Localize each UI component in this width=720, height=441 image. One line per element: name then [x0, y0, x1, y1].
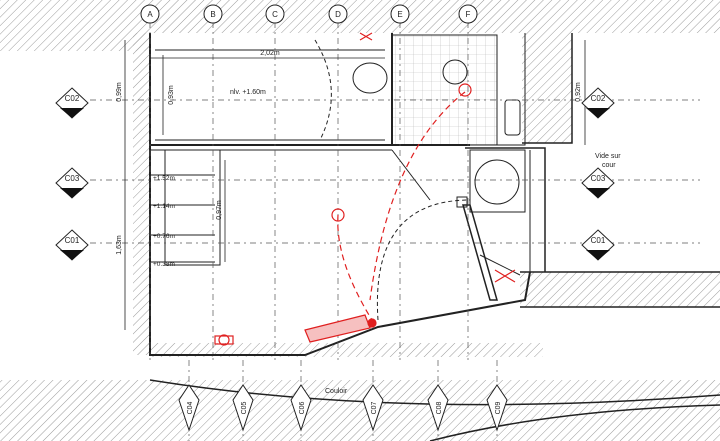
red-markers: [214, 32, 516, 346]
section-left-c03: C03: [65, 174, 80, 183]
room-outline: [149, 33, 720, 441]
label-vide-sur: Vide sur: [595, 153, 621, 160]
tile-area: [391, 34, 498, 146]
section-left-c01: C01: [65, 236, 80, 245]
label-cour: cour: [602, 162, 616, 169]
grid-label-f: F: [466, 10, 471, 19]
section-right-c01: C01: [591, 236, 606, 245]
fixtures: [150, 59, 526, 266]
label-couloir: Couloir: [325, 388, 348, 395]
dim-h-093: 0,93m: [168, 85, 175, 105]
section-markers-right: C02 C03 C01: [581, 87, 615, 261]
dimension-lines: [124, 40, 586, 330]
dim-h-163: 1,63m: [116, 235, 123, 255]
section-right-c02: C02: [591, 94, 606, 103]
grid-label-e: E: [397, 10, 402, 19]
section-bottom-c05: C05: [241, 401, 248, 414]
section-markers-bottom: C04 C05 C06 C07 C08 C09: [178, 384, 508, 432]
grid-label-b: B: [210, 10, 215, 19]
grid-label-c: C: [272, 10, 278, 19]
level-076: +0.76m: [153, 233, 175, 240]
dim-h-092: 0,92m: [575, 82, 582, 102]
grid-label-a: A: [147, 10, 153, 19]
section-markers-left: C02 C03 C01: [55, 87, 89, 261]
level-nlv: nlv. +1.60m: [230, 89, 266, 96]
section-left-c02: C02: [65, 94, 80, 103]
grid-label-d: D: [335, 10, 341, 19]
section-bottom-c07: C07: [371, 401, 378, 414]
dim-width-top: 2,02m: [260, 50, 280, 57]
section-right-c03: C03: [591, 174, 606, 183]
level-114: +1.14m: [153, 203, 175, 210]
section-bottom-c09: C09: [495, 401, 502, 414]
dim-h-097: 0,97m: [216, 200, 223, 220]
section-bottom-c08: C08: [436, 401, 443, 414]
section-bottom-c04: C04: [187, 401, 194, 414]
level-038: +0.38m: [153, 261, 175, 268]
level-152: +1.52m: [153, 175, 175, 182]
grid-bubbles-top: A B C D E F: [140, 4, 478, 24]
section-bottom-c06: C06: [299, 401, 306, 414]
dim-h-099: 0,99m: [116, 82, 123, 102]
